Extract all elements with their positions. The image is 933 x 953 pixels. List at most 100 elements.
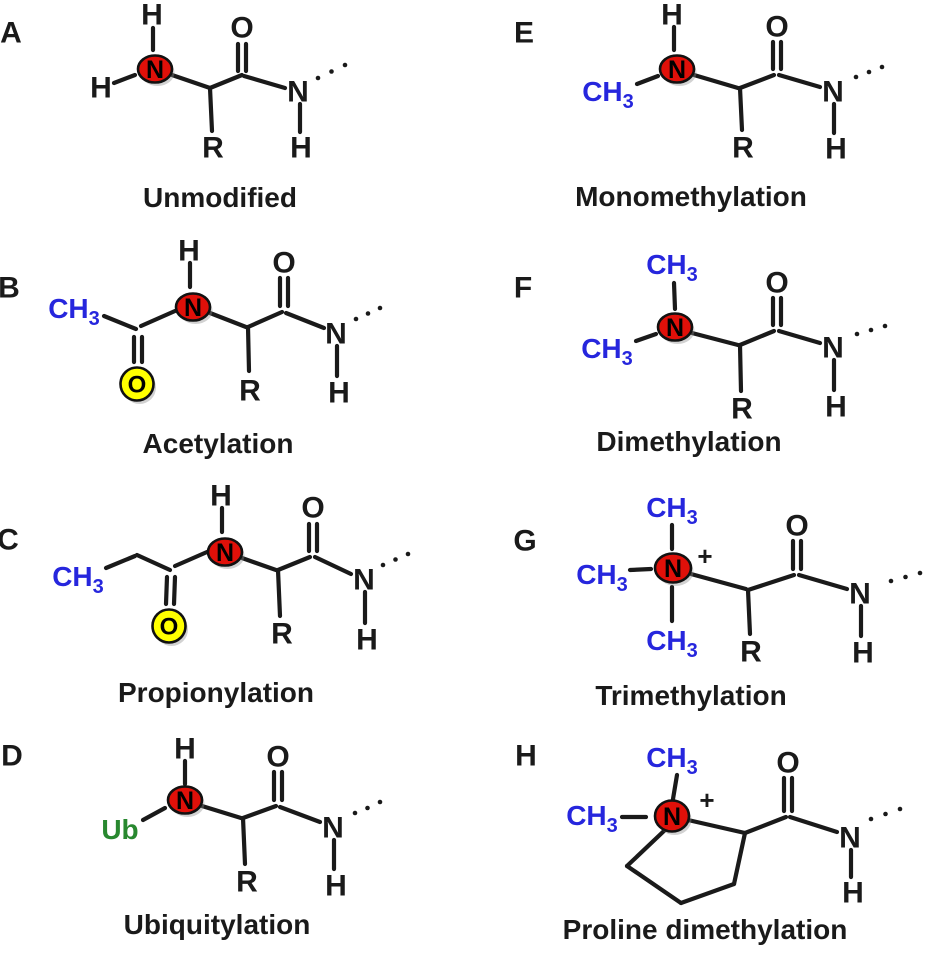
atom-amide-nitrogen: N bbox=[849, 578, 871, 611]
bond-carbonyl-amide-n bbox=[277, 804, 323, 825]
atom-hydrogen: H bbox=[842, 877, 864, 910]
atom-amide-nitrogen: N bbox=[353, 564, 375, 597]
peptide-continuation-dots bbox=[888, 570, 923, 584]
bond-methyl-ch2 bbox=[103, 553, 138, 571]
atom-amide-nitrogen: N bbox=[287, 76, 309, 109]
methyl-group: CH3 bbox=[48, 293, 100, 330]
methyl-group: CH3 bbox=[646, 625, 698, 662]
dot bbox=[854, 331, 860, 337]
bond-alpha-carbonyl bbox=[207, 72, 245, 91]
nitrogen-highlight bbox=[653, 552, 693, 584]
panel-g: G N + CH3 CH3 CH3 R O N H Trimethylation bbox=[513, 492, 923, 711]
dot bbox=[917, 570, 923, 576]
bond-ub-n bbox=[140, 805, 168, 823]
bond-carbonyl-amide-n bbox=[787, 814, 840, 835]
dot bbox=[883, 811, 888, 817]
dot bbox=[888, 578, 894, 584]
atom-hydrogen: H bbox=[661, 0, 683, 32]
bond-alpha-carbonyl bbox=[240, 803, 279, 821]
bond-n-alpha bbox=[689, 330, 741, 348]
dot bbox=[315, 75, 321, 81]
atom-side-chain-r: R bbox=[202, 132, 224, 165]
dot bbox=[866, 69, 872, 75]
methyl-group: CH3 bbox=[646, 492, 698, 529]
panel-caption: Monomethylation bbox=[575, 181, 807, 212]
bond-n-h-left bbox=[111, 72, 138, 86]
atom-oxygen: O bbox=[266, 741, 289, 774]
panel-caption: Ubiquitylation bbox=[124, 909, 311, 940]
atom-amide-nitrogen: N bbox=[839, 822, 861, 855]
atom-oxygen: O bbox=[272, 247, 295, 280]
atom-nitrogen: N bbox=[664, 555, 682, 583]
bond-alpha-r bbox=[737, 342, 744, 394]
methyl-ch: CH bbox=[646, 742, 686, 773]
atom-side-chain-r: R bbox=[236, 866, 258, 899]
bond-alpha-carbonyl bbox=[745, 572, 797, 593]
panel-caption: Propionylation bbox=[118, 677, 314, 708]
dot bbox=[380, 562, 386, 568]
atom-amide-nitrogen: N bbox=[322, 812, 344, 845]
atom-oxygen: O bbox=[301, 492, 324, 525]
bond-methyl-top-n bbox=[670, 772, 680, 802]
bond-alpha-r bbox=[245, 324, 252, 374]
atom-hydrogen: H bbox=[290, 132, 312, 165]
methyl-sub3: 3 bbox=[607, 815, 618, 837]
atom-side-chain-r: R bbox=[271, 618, 293, 651]
panel-letter: G bbox=[513, 525, 536, 558]
atom-nitrogen: N bbox=[663, 803, 681, 831]
methyl-sub3: 3 bbox=[687, 507, 698, 529]
dot bbox=[393, 557, 398, 562]
panel-letter: B bbox=[0, 272, 20, 305]
bond-ring-n-c5 bbox=[624, 827, 668, 869]
panel-f: F N CH3 CH3 R O N H Dimethylation bbox=[514, 249, 888, 457]
bond-alpha-r bbox=[275, 567, 283, 619]
panel-letter: D bbox=[1, 740, 23, 773]
methyl-group: CH3 bbox=[581, 333, 633, 370]
dot bbox=[377, 799, 383, 805]
methyl-ch: CH bbox=[646, 249, 686, 280]
methyl-sub3: 3 bbox=[687, 264, 698, 286]
bond-methyl-n bbox=[634, 73, 661, 87]
atom-nitrogen: N bbox=[184, 294, 202, 322]
oxygen-highlight bbox=[119, 366, 155, 402]
ubiquitin-text: Ub bbox=[101, 814, 138, 845]
panel-c: C O N CH3 H R O N H Propionylation bbox=[0, 480, 411, 708]
panel-letter: H bbox=[515, 740, 537, 773]
bond-ring-alpha-n bbox=[685, 817, 748, 836]
dot bbox=[405, 551, 411, 557]
plus-charge: + bbox=[699, 785, 714, 815]
methyl-ch: CH bbox=[581, 333, 621, 364]
atom-side-chain-r: R bbox=[740, 636, 762, 669]
atom-nitrogen: N bbox=[216, 539, 234, 567]
peptide-continuation-dots bbox=[380, 551, 411, 568]
bond-methyl-top-n bbox=[671, 280, 678, 312]
dot bbox=[377, 305, 383, 311]
atom-oxygen: O bbox=[765, 267, 788, 300]
peptide-continuation-dots bbox=[853, 64, 885, 80]
panel-letter: A bbox=[0, 17, 22, 50]
panel-d: D N Ub H R O N H Ubiquitylation bbox=[1, 733, 383, 940]
dot bbox=[903, 574, 908, 580]
oxygen-highlight bbox=[151, 608, 187, 644]
atom-hydrogen: H bbox=[210, 480, 232, 513]
atom-oxygen: O bbox=[776, 747, 799, 780]
methyl-sub3: 3 bbox=[622, 348, 633, 370]
plus-charge: + bbox=[697, 541, 712, 571]
atom-hydrogen: H bbox=[178, 235, 200, 268]
dot bbox=[853, 74, 859, 80]
bond-alpha-carbonyl bbox=[245, 309, 285, 330]
methyl-ch: CH bbox=[52, 561, 92, 592]
nitrogen-highlight bbox=[206, 537, 244, 567]
dot bbox=[353, 316, 359, 322]
methyl-ch: CH bbox=[48, 293, 88, 324]
methyl-group: CH3 bbox=[576, 559, 628, 596]
dot bbox=[365, 805, 370, 811]
methyl-sub3: 3 bbox=[623, 91, 634, 113]
panel-caption: Proline dimethylation bbox=[563, 914, 848, 945]
bond-n-alpha bbox=[169, 72, 213, 91]
methyl-ch: CH bbox=[646, 625, 686, 656]
dot bbox=[329, 69, 334, 74]
atom-oxygen: O bbox=[230, 12, 253, 45]
bond-alpha-r bbox=[737, 85, 745, 133]
methyl-sub3: 3 bbox=[687, 640, 698, 662]
